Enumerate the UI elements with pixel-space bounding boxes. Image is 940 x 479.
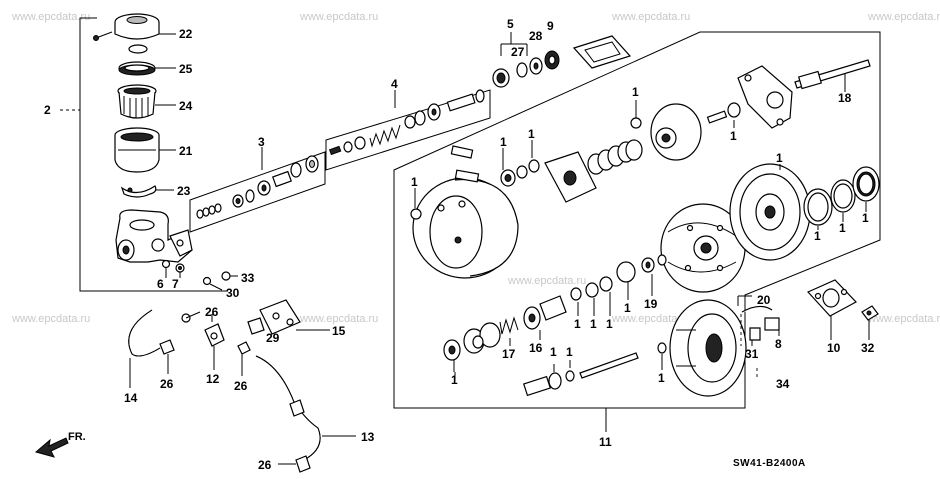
callout-8: 8 [775,337,782,351]
callout-32: 32 [861,341,875,355]
callout-12: 12 [206,372,220,386]
callout-1: 1 [500,135,507,149]
callout-1: 1 [574,317,581,331]
callout-1: 1 [776,151,783,165]
watermark-text: www.epcdata.ru [299,11,378,23]
callout-19: 19 [644,297,658,311]
callout-34: 34 [776,377,790,391]
callout-27: 27 [511,45,525,59]
callout-24: 24 [179,99,193,113]
watermark-text: www.epcdata.ru [507,275,586,287]
vacuum-hose-group [128,299,356,473]
seal-parts-group [492,32,632,88]
callout-4: 4 [391,77,398,91]
callout-1: 1 [862,211,869,225]
watermark-text: www.epcdata.ru [867,313,940,325]
callout-1: 1 [590,317,597,331]
callout-29: 29 [266,331,280,345]
callout-leaders [414,74,870,380]
callout-1: 1 [839,221,846,235]
callout-10: 10 [827,341,841,355]
brake-booster [410,59,880,397]
front-arrow-icon [34,437,69,458]
watermarks: www.epcdata.ru www.epcdata.ru www.epcdat… [11,11,940,325]
callout-26: 26 [234,379,248,393]
callout-1: 1 [814,229,821,243]
watermark-text: www.epcdata.ru [11,313,90,325]
watermark-text: www.epcdata.ru [611,313,690,325]
callout-23: 23 [177,184,191,198]
callout-1: 1 [730,129,737,143]
callout-33: 33 [241,271,255,285]
callout-16: 16 [529,341,543,355]
callout-1: 1 [632,85,639,99]
callout-1: 1 [451,373,458,387]
callout-26: 26 [205,305,219,319]
callout-22: 22 [179,27,193,41]
callout-30: 30 [226,286,240,300]
callout-26: 26 [160,377,174,391]
callout-labels: 22 25 24 21 23 2 3 4 5 27 28 9 6 7 33 30… [44,17,875,472]
callout-7: 7 [172,277,179,291]
callout-1: 1 [658,371,665,385]
callout-31: 31 [745,347,759,361]
master-cylinder-group [60,13,238,292]
piston-kit-3 [189,147,326,233]
callout-20: 20 [757,293,771,307]
watermark-text: www.epcdata.ru [299,313,378,325]
callout-3: 3 [258,135,265,149]
callout-1: 1 [566,345,573,359]
callout-25: 25 [179,62,193,76]
callout-2: 2 [44,103,51,117]
callout-6: 6 [157,277,164,291]
callout-18: 18 [838,91,852,105]
callout-21: 21 [179,144,193,158]
watermark-text: www.epcdata.ru [611,11,690,23]
callout-17: 17 [502,347,516,361]
callout-1: 1 [528,127,535,141]
callout-1: 1 [624,301,631,315]
callout-15: 15 [332,324,346,338]
callout-13: 13 [361,430,375,444]
callout-11: 11 [599,435,612,449]
callout-14: 14 [124,391,138,405]
callout-9: 9 [547,19,554,33]
booster-assembly-frame [393,31,881,432]
piston-kit-4 [325,89,491,171]
callout-28: 28 [529,29,543,43]
callout-26: 26 [258,458,272,472]
watermark-text: www.epcdata.ru [11,11,90,23]
callout-5: 5 [507,17,514,31]
callout-1: 1 [550,345,557,359]
watermark-text: www.epcdata.ru [867,11,940,23]
front-direction-indicator: FR. [34,431,86,458]
diagram-code: SW41-B2400A [733,458,806,469]
callout-1: 1 [606,317,613,331]
front-direction-label: FR. [68,431,86,443]
callout-1: 1 [411,175,418,189]
